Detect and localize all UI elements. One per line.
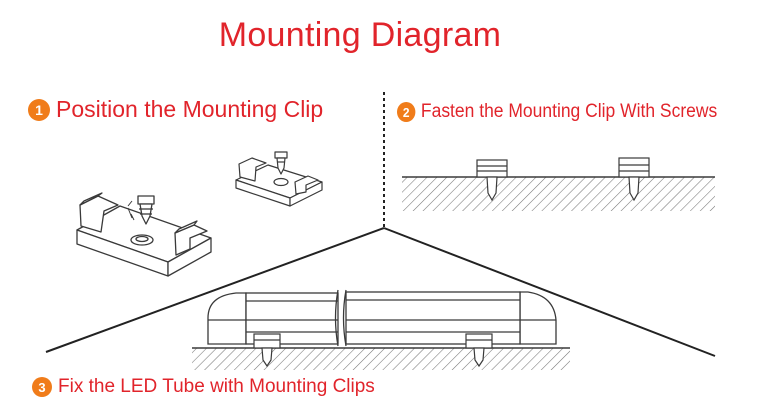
panel-dividers xyxy=(45,92,716,357)
step-label: Position the Mounting Clip xyxy=(56,96,324,122)
mounting-clip-icon xyxy=(235,157,323,207)
step-number-badge: 3 xyxy=(32,377,52,397)
wall-surface-icon xyxy=(402,176,715,211)
page-title: Mounting Diagram xyxy=(218,16,502,54)
step-label: Fasten the Mounting Clip With Screws xyxy=(420,101,718,122)
mounting-clip-icon xyxy=(465,333,493,368)
wall-surface-icon xyxy=(192,347,570,370)
perspective-line-right xyxy=(383,227,716,357)
step-number-badge: 1 xyxy=(28,98,50,121)
mounting-clip-icon xyxy=(618,157,650,202)
screw-icon xyxy=(274,151,288,175)
mounting-clip-icon xyxy=(476,159,508,202)
mounting-clip-icon xyxy=(76,192,212,277)
step-1-caption: 1 Position the Mounting Clip xyxy=(28,96,323,123)
step-number-badge: 2 xyxy=(397,102,416,122)
led-tube-icon xyxy=(207,289,557,347)
screw-icon xyxy=(127,195,155,225)
perspective-line-left xyxy=(45,227,385,353)
mounting-clip-icon xyxy=(253,333,281,368)
step-3-caption: 3 Fix the LED Tube with Mounting Clips xyxy=(32,376,375,398)
step-label: Fix the LED Tube with Mounting Clips xyxy=(58,376,375,397)
step-2-caption: 2 Fasten the Mounting Clip With Screws xyxy=(397,101,717,123)
